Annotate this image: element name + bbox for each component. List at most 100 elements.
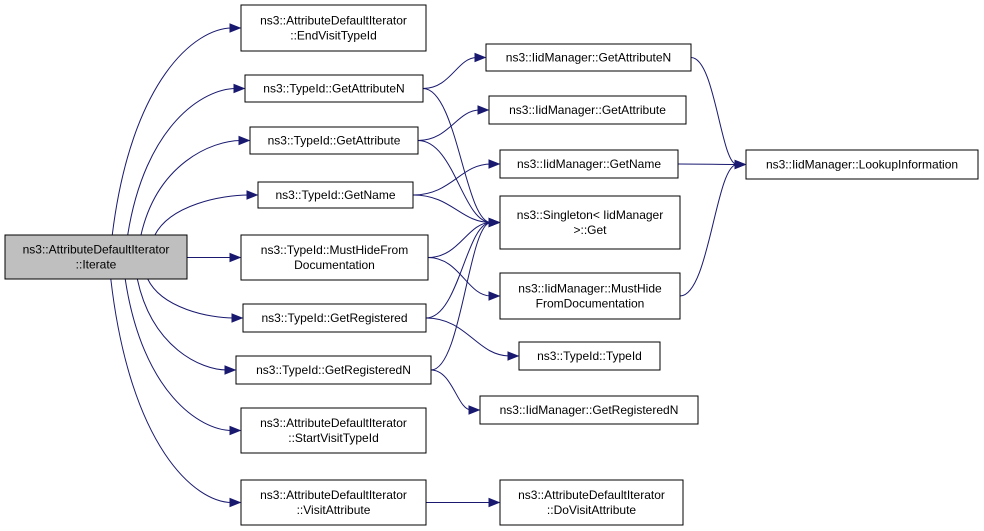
arrowhead-mustHide-to-iidMustHide [488,291,501,301]
arrowhead-getRegistered-to-typeIdCtor [507,351,520,361]
node-label-iidGetName-0: ns3::IidManager::GetName [517,157,661,171]
node-lookup[interactable]: ns3::IidManager::LookupInformation [745,149,979,180]
node-doVisit[interactable]: ns3::AttributeDefaultIterator::DoVisitAt… [499,479,684,526]
arrowhead-visitAttr-to-doVisit [488,497,501,508]
node-box-doVisit[interactable] [499,479,684,526]
node-box-getName[interactable] [257,181,414,209]
node-label-singleton-0: ns3::Singleton< IidManager [517,208,663,222]
edge-getRegistered-to-typeIdCtor [425,317,511,357]
node-box-singleton[interactable] [499,195,681,250]
node-getRegistered[interactable]: ns3::TypeId::GetRegistered [242,303,427,333]
node-visitAttr[interactable]: ns3::AttributeDefaultIterator::VisitAttr… [240,479,427,526]
edge-getName-to-singleton [412,194,492,223]
node-endVisit[interactable]: ns3::AttributeDefaultIterator::EndVisitT… [240,4,427,52]
node-root[interactable]: ns3::AttributeDefaultIterator::Iterate [4,234,188,280]
node-iidGetName[interactable]: ns3::IidManager::GetName [499,149,679,179]
node-label-iidGetAttrN-0: ns3::IidManager::GetAttributeN [506,51,671,65]
edge-root-to-getName [154,194,250,236]
node-label-mustHide-0: ns3::TypeId::MustHideFrom [261,243,408,257]
edge-getName-to-iidGetName [412,163,492,196]
node-label-iidGetRegN-0: ns3::IidManager::GetRegisteredN [500,403,679,417]
arrowhead-getRegisteredN-to-singleton [488,217,501,228]
node-label-getAttr-0: ns3::TypeId::GetAttribute [268,134,401,148]
node-typeIdCtor[interactable]: ns3::TypeId::TypeId [518,341,661,371]
node-label-iidMustHide-1: FromDocumentation [536,297,645,311]
node-box-iidGetRegN[interactable] [479,395,699,425]
node-startVisit[interactable]: ns3::AttributeDefaultIterator::StartVisi… [240,407,427,454]
node-getAttrN[interactable]: ns3::TypeId::GetAttributeN [244,74,424,103]
node-label-lookup-0: ns3::IidManager::LookupInformation [766,158,958,172]
arrowhead-root-to-getAttrN [233,83,246,94]
node-box-lookup[interactable] [745,149,979,180]
node-iidMustHide[interactable]: ns3::IidManager::MustHideFromDocumentati… [499,272,681,320]
node-box-getAttr[interactable] [249,126,419,155]
node-label-doVisit-0: ns3::AttributeDefaultIterator [518,488,665,502]
arrowhead-root-to-mustHide [229,252,242,263]
node-label-mustHide-1: Documentation [294,258,375,272]
node-iidGetRegN[interactable]: ns3::IidManager::GetRegisteredN [479,395,699,425]
node-box-getRegisteredN[interactable] [235,355,432,385]
node-box-endVisit[interactable] [240,4,427,52]
node-getAttr[interactable]: ns3::TypeId::GetAttribute [249,126,419,155]
node-label-getName-0: ns3::TypeId::GetName [275,188,395,202]
node-box-visitAttr[interactable] [240,479,427,526]
node-label-getRegistered-0: ns3::TypeId::GetRegistered [261,311,407,325]
node-label-singleton-1: >::Get [573,223,607,237]
edge-getRegistered-to-singleton [425,222,492,319]
edge-root-to-startVisit [124,278,233,431]
node-label-getAttrN-0: ns3::TypeId::GetAttributeN [263,82,404,96]
arrowhead-getRegisteredN-to-iidGetRegN [468,405,481,415]
node-label-getRegisteredN-0: ns3::TypeId::GetRegisteredN [256,363,411,377]
edge-getAttrN-to-singleton [422,88,492,223]
node-label-iidGetAttr-0: ns3::IidManager::GetAttribute [509,103,666,117]
edge-root-to-getAttrN [127,88,237,236]
arrowhead-getName-to-iidGetName [488,159,501,169]
node-iidGetAttrN[interactable]: ns3::IidManager::GetAttributeN [485,43,692,72]
node-box-mustHide[interactable] [240,234,429,281]
node-getName[interactable]: ns3::TypeId::GetName [257,181,414,209]
node-label-visitAttr-0: ns3::AttributeDefaultIterator [260,488,407,502]
edge-iidMustHide-to-lookup [679,164,738,297]
arrowhead-root-to-getAttr [238,135,251,146]
node-box-root[interactable] [4,234,188,280]
edge-getAttr-to-singleton [417,140,492,223]
arrowhead-getAttr-to-iidGetAttr [477,105,490,115]
node-box-getAttrN[interactable] [244,74,424,103]
node-box-iidGetAttr[interactable] [488,95,687,125]
node-box-iidGetAttrN[interactable] [485,43,692,72]
arrowhead-root-to-getName [246,190,259,200]
edge-getRegisteredN-to-singleton [430,222,492,371]
node-box-getRegistered[interactable] [242,303,427,333]
arrowhead-root-to-getRegistered [231,313,244,323]
edge-root-to-visitAttr [110,278,233,503]
node-box-iidGetName[interactable] [499,149,679,179]
node-label-root-0: ns3::AttributeDefaultIterator [23,243,170,257]
node-iidGetAttr[interactable]: ns3::IidManager::GetAttribute [488,95,687,125]
node-box-typeIdCtor[interactable] [518,341,661,371]
node-box-iidMustHide[interactable] [499,272,681,320]
node-singleton[interactable]: ns3::Singleton< IidManager>::Get [499,195,681,250]
node-label-endVisit-0: ns3::AttributeDefaultIterator [260,14,407,28]
node-box-startVisit[interactable] [240,407,427,454]
nodes-layer: ns3::AttributeDefaultIterator::Iteratens… [4,4,979,526]
arrowhead-iidMustHide-to-lookup [734,159,747,170]
node-label-visitAttr-1: ::VisitAttribute [297,503,371,517]
arrowhead-getAttrN-to-iidGetAttrN [474,52,487,63]
edge-root-to-getRegistered [147,278,235,319]
node-label-startVisit-0: ns3::AttributeDefaultIterator [260,416,407,430]
node-label-typeIdCtor-0: ns3::TypeId::TypeId [537,349,642,363]
node-label-root-1: ::Iterate [76,258,117,272]
edge-iidGetAttrN-to-lookup [690,57,738,165]
edge-getAttr-to-iidGetAttr [417,109,481,141]
edge-root-to-endVisit [111,27,233,236]
edge-getRegisteredN-to-iidGetRegN [430,369,472,411]
arrowhead-root-to-getRegisteredN [224,365,237,375]
node-label-startVisit-1: ::StartVisitTypeId [288,431,379,445]
node-label-iidMustHide-0: ns3::IidManager::MustHide [518,282,662,296]
edge-mustHide-to-iidMustHide [427,257,492,297]
edges-layer [110,23,747,508]
node-getRegisteredN[interactable]: ns3::TypeId::GetRegisteredN [235,355,432,385]
edge-root-to-getRegisteredN [136,278,228,371]
